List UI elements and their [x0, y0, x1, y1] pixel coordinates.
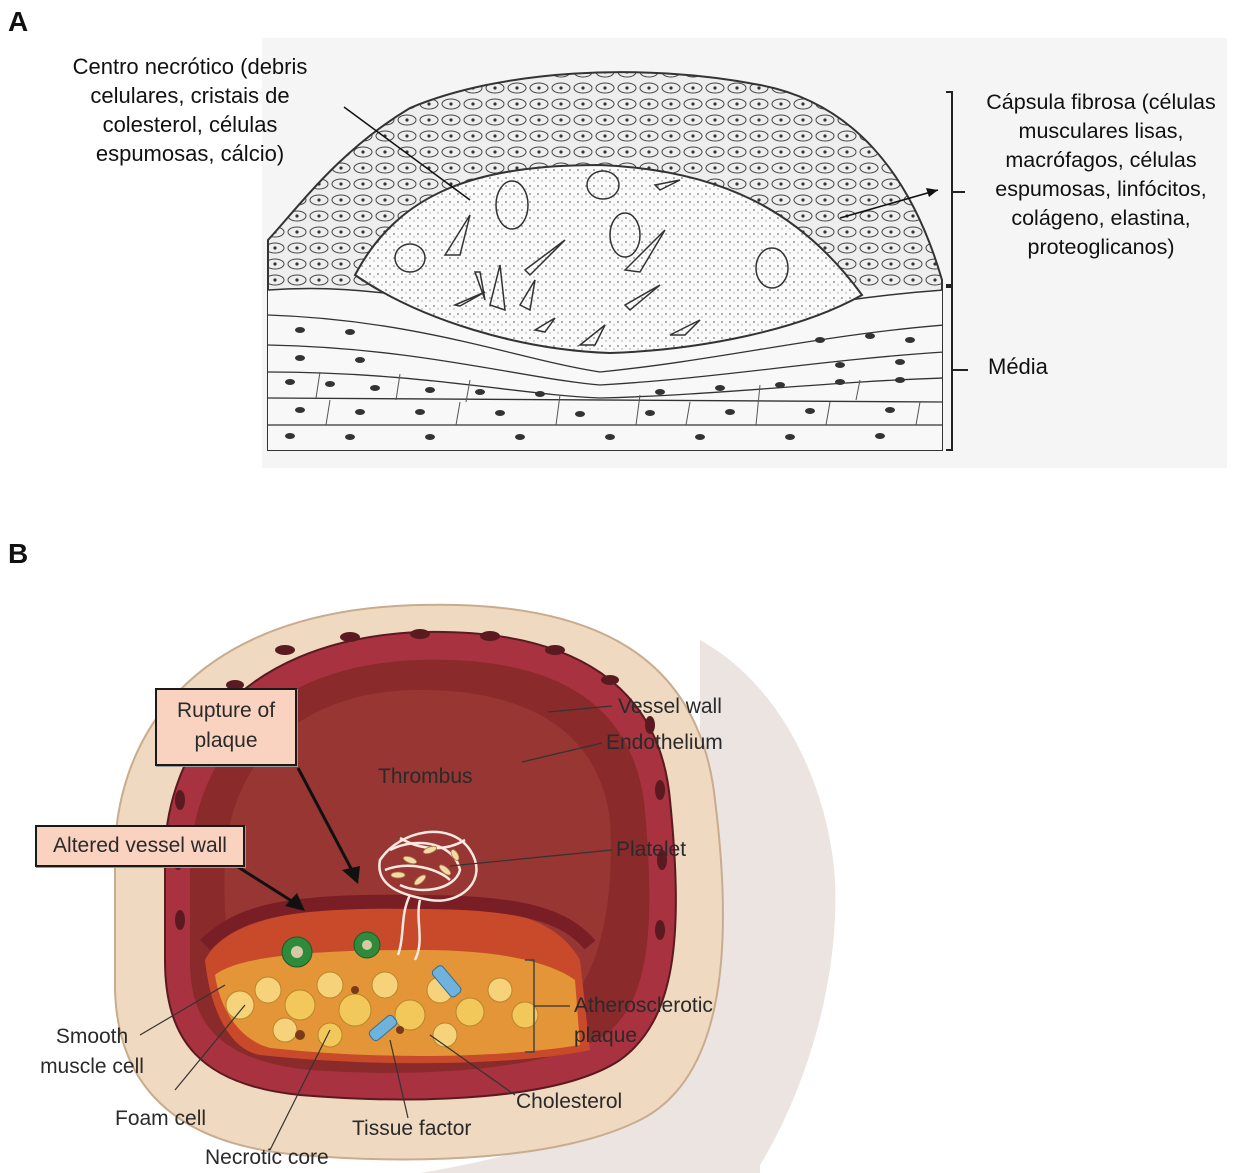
label-fibrous-capsule: Cápsula fibrosa (células musculares lisa… [962, 88, 1240, 262]
label-necrotic-core: Necrotic core [205, 1143, 329, 1173]
label-media: Média [988, 352, 1048, 381]
label-cholesterol: Cholesterol [516, 1087, 622, 1117]
callout-rupture-of-plaque: Rupture of plaque [155, 688, 297, 766]
label-platelet: Platelet [616, 835, 686, 865]
label-atherosclerotic-plaque: Atherosclerotic plaque [574, 991, 713, 1051]
label-tissue-factor: Tissue factor [352, 1114, 471, 1144]
panel-b-letter: B [8, 538, 28, 570]
label-vessel-wall: Vessel wall [618, 692, 722, 722]
callout-altered-vessel-wall: Altered vessel wall [35, 825, 245, 867]
label-smooth-muscle-cell: Smooth muscle cell [30, 1022, 154, 1082]
label-thrombus: Thrombus [378, 762, 473, 792]
label-endothelium: Endothelium [606, 728, 723, 758]
label-necrotic-center: Centro necrótico (debris celulares, cris… [30, 52, 350, 168]
label-foam-cell: Foam cell [115, 1104, 206, 1134]
